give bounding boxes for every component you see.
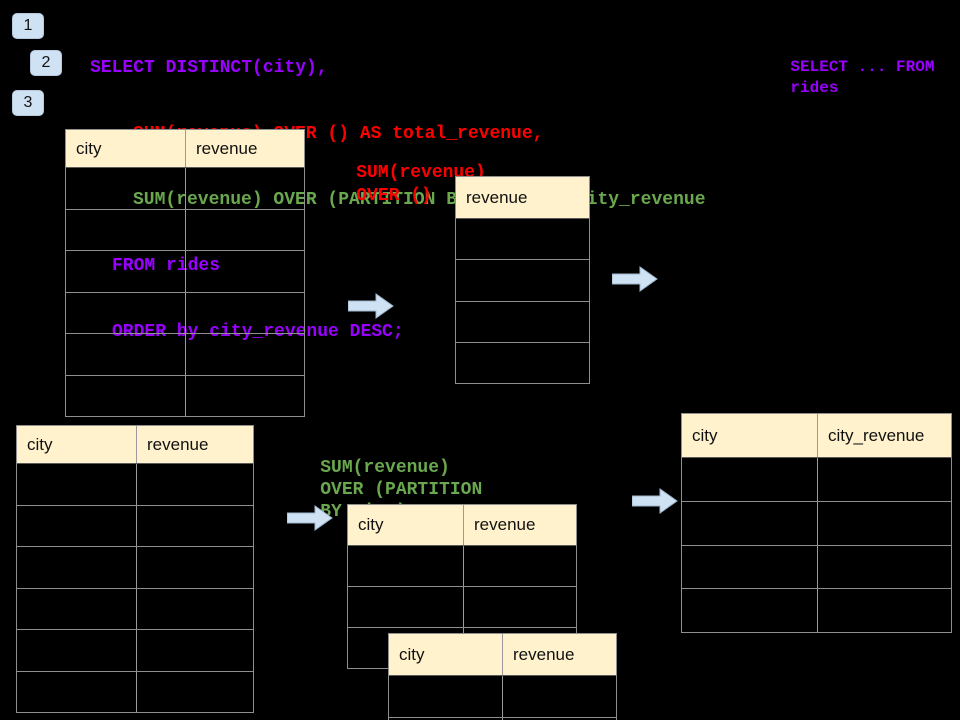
note-line: OVER (PARTITION	[320, 480, 483, 500]
table-partition-intermediate-overlay: city revenue	[388, 633, 617, 720]
table-row	[682, 589, 951, 632]
table-row	[456, 260, 589, 302]
table-row	[66, 334, 304, 376]
sql-line-order: ORDER by city_revenue DESC;	[112, 322, 404, 342]
table-row	[456, 219, 589, 261]
column-header-revenue: revenue	[147, 434, 209, 454]
note-line: SUM(revenue)	[356, 163, 486, 183]
table-row	[389, 718, 616, 720]
note-line: rides	[790, 79, 839, 97]
table-row	[66, 209, 304, 251]
column-header-city: city	[682, 414, 818, 457]
table-row	[17, 630, 253, 672]
table-row	[17, 505, 253, 547]
table-total-revenue-result: revenue	[455, 176, 590, 384]
table-rides-source-bottom: city revenue	[16, 425, 254, 713]
table-row	[348, 587, 576, 628]
note-select-from-rides: SELECT ... FROM rides	[752, 36, 934, 120]
step-badge-1: 1	[12, 13, 44, 39]
table-row	[17, 588, 253, 630]
column-header-city-revenue: city_revenue	[828, 425, 925, 445]
table-row	[66, 292, 304, 334]
sql-line-from: FROM rides	[112, 256, 221, 276]
table-row	[456, 302, 589, 343]
column-header-city: city	[389, 634, 503, 675]
note-line: OVER ()	[356, 186, 432, 206]
table-row	[682, 458, 951, 502]
column-header-revenue: revenue	[474, 515, 536, 534]
table-row	[456, 343, 589, 383]
note-line: SUM(revenue)	[320, 458, 450, 478]
table-row	[682, 545, 951, 590]
flow-arrow-right-icon	[612, 266, 658, 292]
step-badge-3: 3	[12, 90, 44, 116]
table-row	[17, 671, 253, 712]
table-row	[66, 168, 304, 210]
flow-arrow-right-icon	[348, 293, 394, 319]
table-row	[66, 375, 304, 416]
table-row	[389, 676, 616, 718]
table-row	[17, 547, 253, 589]
table-row	[348, 546, 576, 587]
step-badge-2: 2	[30, 50, 62, 76]
column-header-city: city	[17, 426, 137, 463]
table-row	[17, 464, 253, 506]
column-header-revenue: revenue	[513, 644, 575, 664]
column-header-revenue: revenue	[466, 187, 528, 207]
flow-arrow-right-icon	[632, 488, 678, 514]
table-city-revenue-result: city city_revenue	[681, 413, 952, 633]
table-row	[682, 501, 951, 546]
note-sum-over-all: SUM(revenue) OVER ()	[313, 139, 486, 231]
note-line: SELECT ... FROM	[790, 58, 935, 76]
flow-arrow-right-icon	[287, 505, 333, 531]
column-header-city: city	[66, 130, 186, 167]
table-rides-source-top: city revenue	[65, 129, 305, 417]
table-row	[66, 251, 304, 293]
column-header-city: city	[348, 505, 464, 545]
column-header-revenue: revenue	[196, 138, 258, 158]
sql-line-select: SELECT DISTINCT(city),	[90, 58, 328, 78]
